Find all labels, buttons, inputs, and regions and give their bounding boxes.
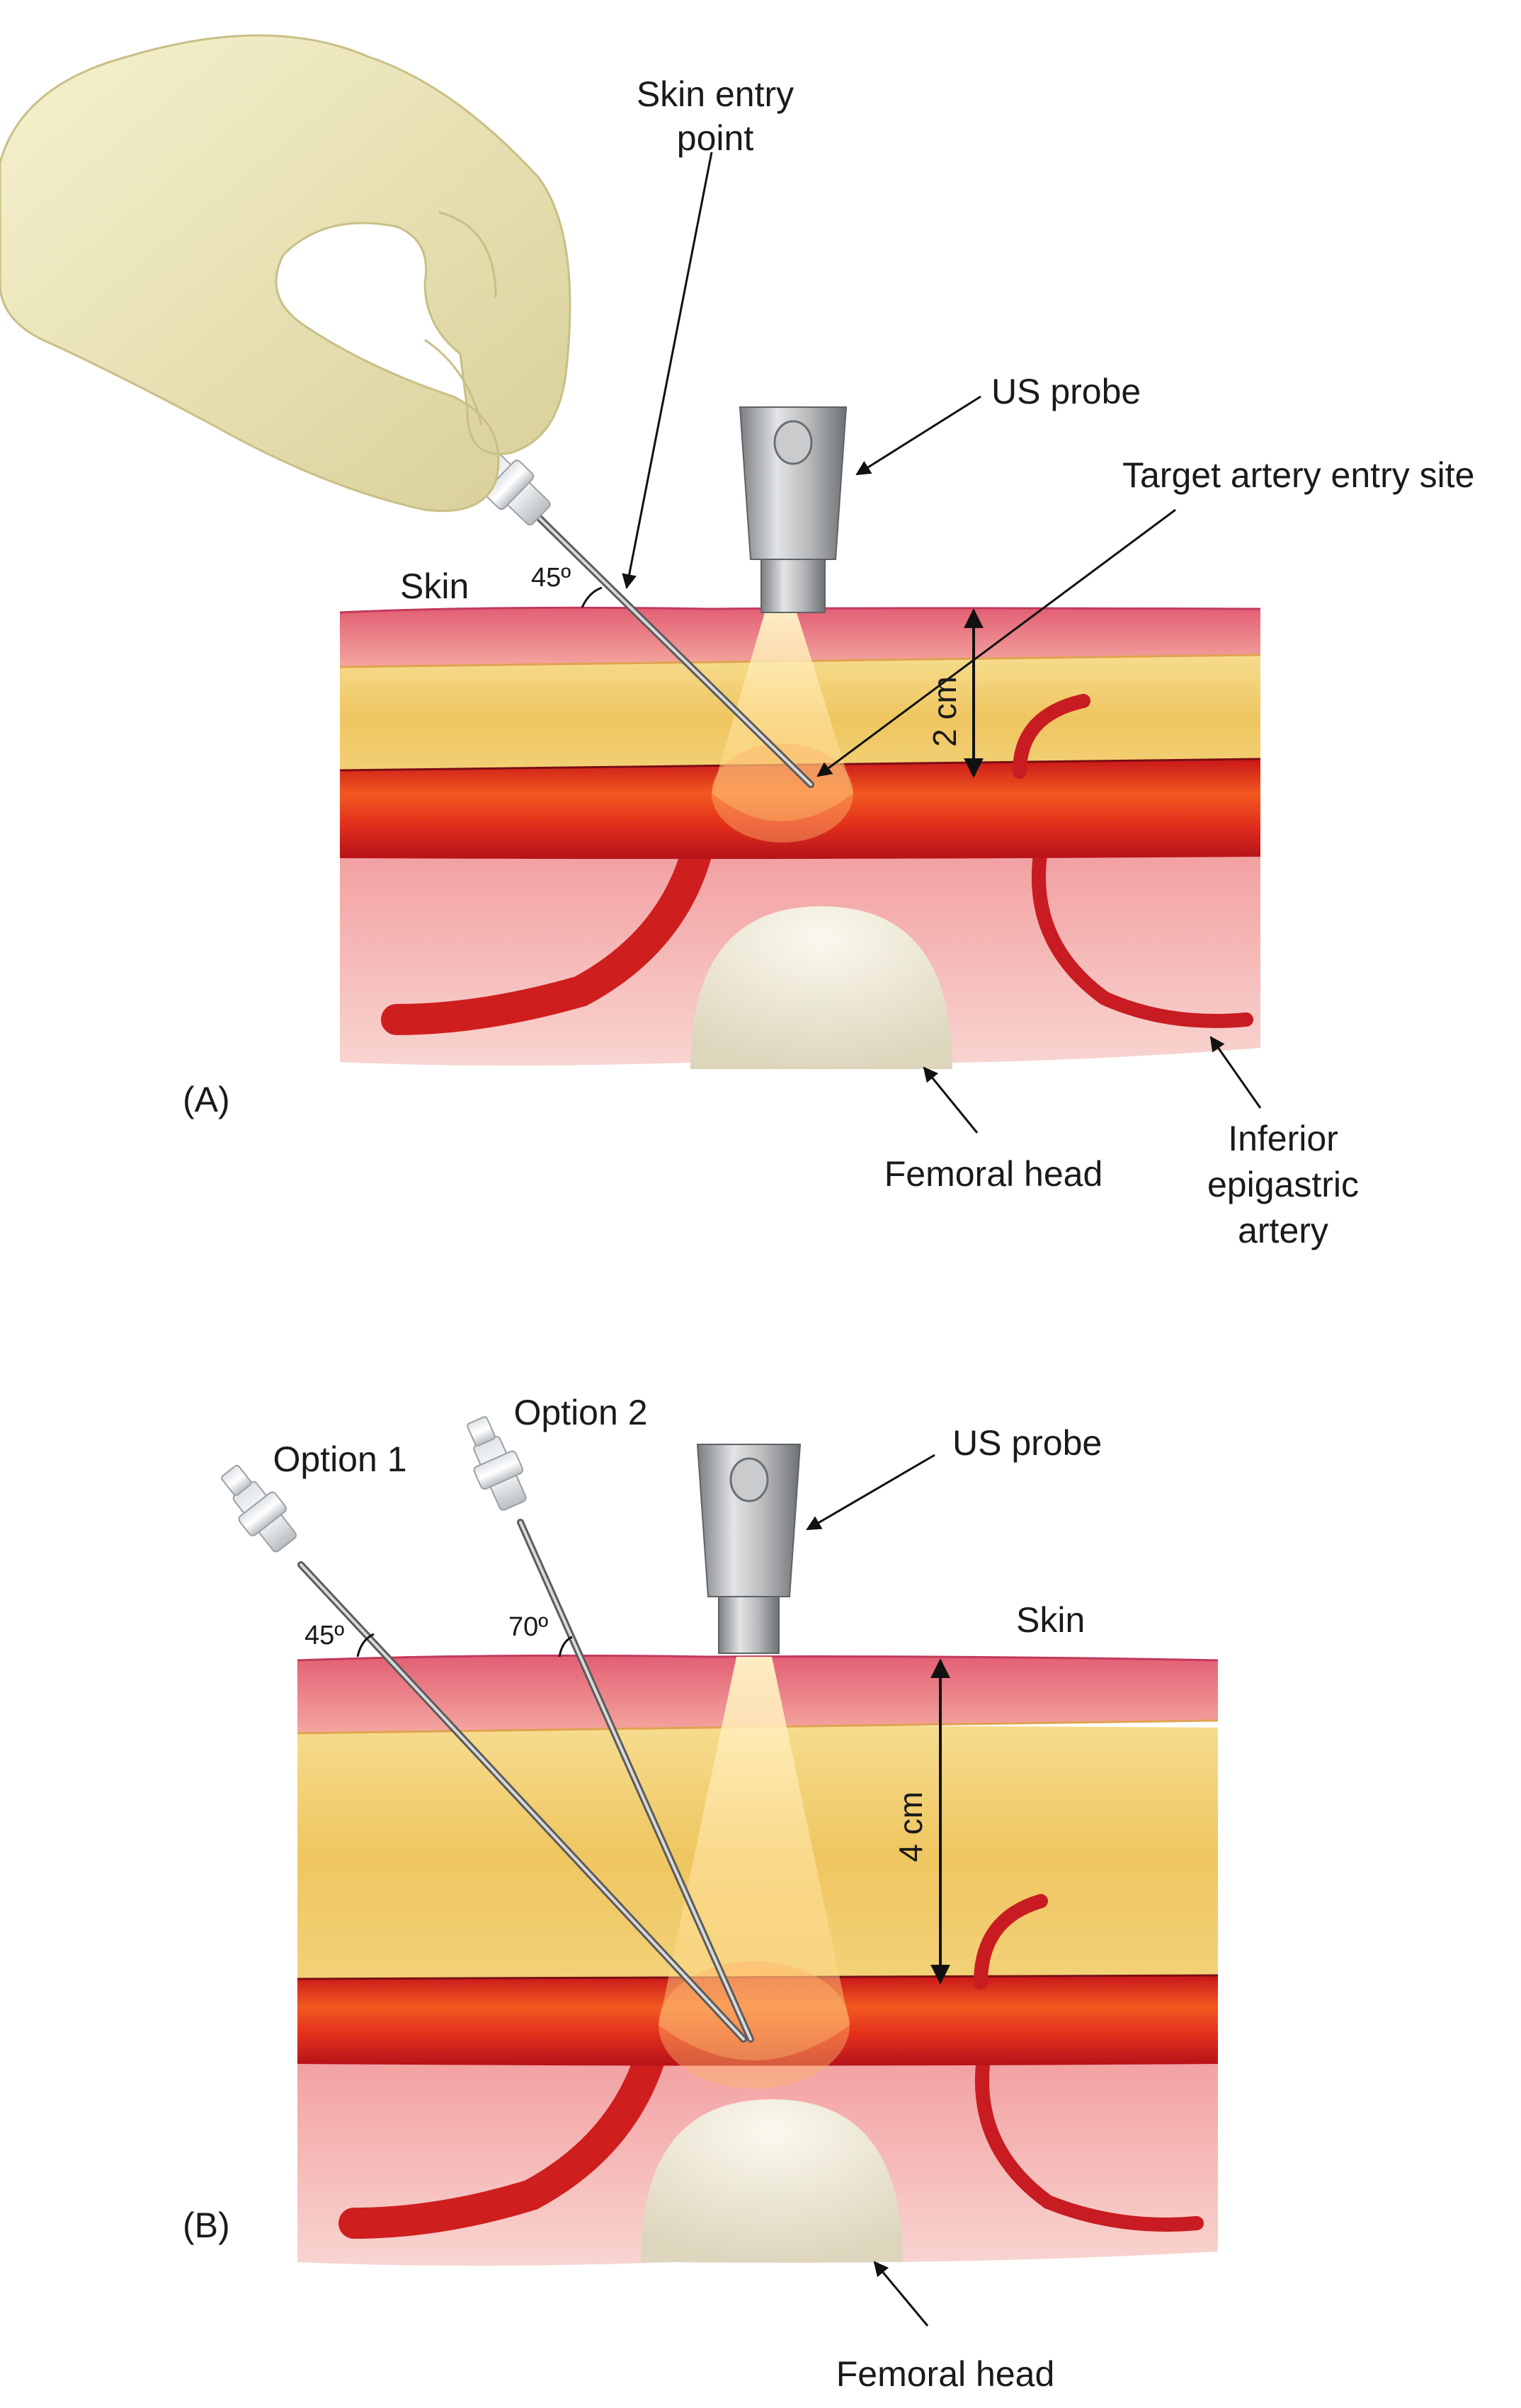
epigastric-lower-branch (1032, 843, 1253, 1028)
panel-b: Option 1 Option 2 US probe Skin 45º 70º … (183, 1393, 1219, 2394)
label-femoral-head-b: Femoral head (836, 2354, 1055, 2394)
leader-femoral-head-b (873, 2261, 929, 2327)
epigastric-upper-branch-b (974, 1894, 1048, 1990)
label-depth-a: 2 cm (926, 676, 963, 747)
us-probe-icon-b (696, 1444, 802, 1654)
angle-arc-b2 (558, 1636, 573, 1657)
label-angle-a: 45º (531, 563, 571, 593)
label-target-artery: Target artery entry site (1122, 455, 1474, 495)
gloved-hand-icon (0, 34, 571, 513)
angle-arc-a (581, 586, 603, 608)
panel-a: Skin entry point US probe Target artery … (0, 34, 1474, 1250)
epigastric-upper-branch (1013, 694, 1090, 779)
ultrasound-beam-b (659, 1657, 850, 2060)
label-angle-b2: 70º (508, 1612, 548, 1642)
label-us-probe-a: US probe (991, 372, 1141, 411)
label-option-1: Option 1 (273, 1439, 406, 1479)
needle-option-1-icon (221, 1464, 747, 2043)
femoral-head-b (641, 2099, 903, 2262)
epigastric-lower-branch-b (975, 2046, 1204, 2232)
label-epigastric-line1: Inferior (1228, 1119, 1338, 1158)
leader-us-probe-a (855, 395, 981, 476)
label-skin-entry-line2: point (677, 118, 754, 158)
deep-femoral-branch (381, 834, 713, 1035)
label-epigastric-line2: epigastric (1207, 1165, 1359, 1204)
leader-femoral-head-a (923, 1066, 979, 1134)
deep-femoral-branch-b (338, 2038, 667, 2239)
label-skin-entry-line1: Skin entry (637, 74, 794, 114)
label-panel-a: (A) (183, 1080, 230, 1119)
us-probe-icon (739, 406, 848, 613)
label-us-probe-b: US probe (952, 1423, 1102, 1463)
leader-target-artery (816, 508, 1176, 777)
label-depth-b: 4 cm (892, 1791, 929, 1862)
angle-arc-b1 (356, 1633, 375, 1657)
label-option-2: Option 2 (513, 1393, 647, 1432)
leader-epigastric (1209, 1036, 1262, 1109)
label-skin-b: Skin (1016, 1600, 1085, 1640)
label-skin-a: Skin (400, 566, 469, 606)
needle-option-2-icon (467, 1416, 754, 2043)
leader-skin-entry (622, 152, 713, 590)
leader-us-probe-b (806, 1454, 935, 1531)
label-angle-b1: 45º (304, 1621, 344, 1650)
label-panel-b: (B) (183, 2206, 230, 2245)
femoral-head (690, 906, 952, 1069)
label-femoral-head-a: Femoral head (884, 1154, 1103, 1194)
label-epigastric-line3: artery (1238, 1211, 1328, 1250)
